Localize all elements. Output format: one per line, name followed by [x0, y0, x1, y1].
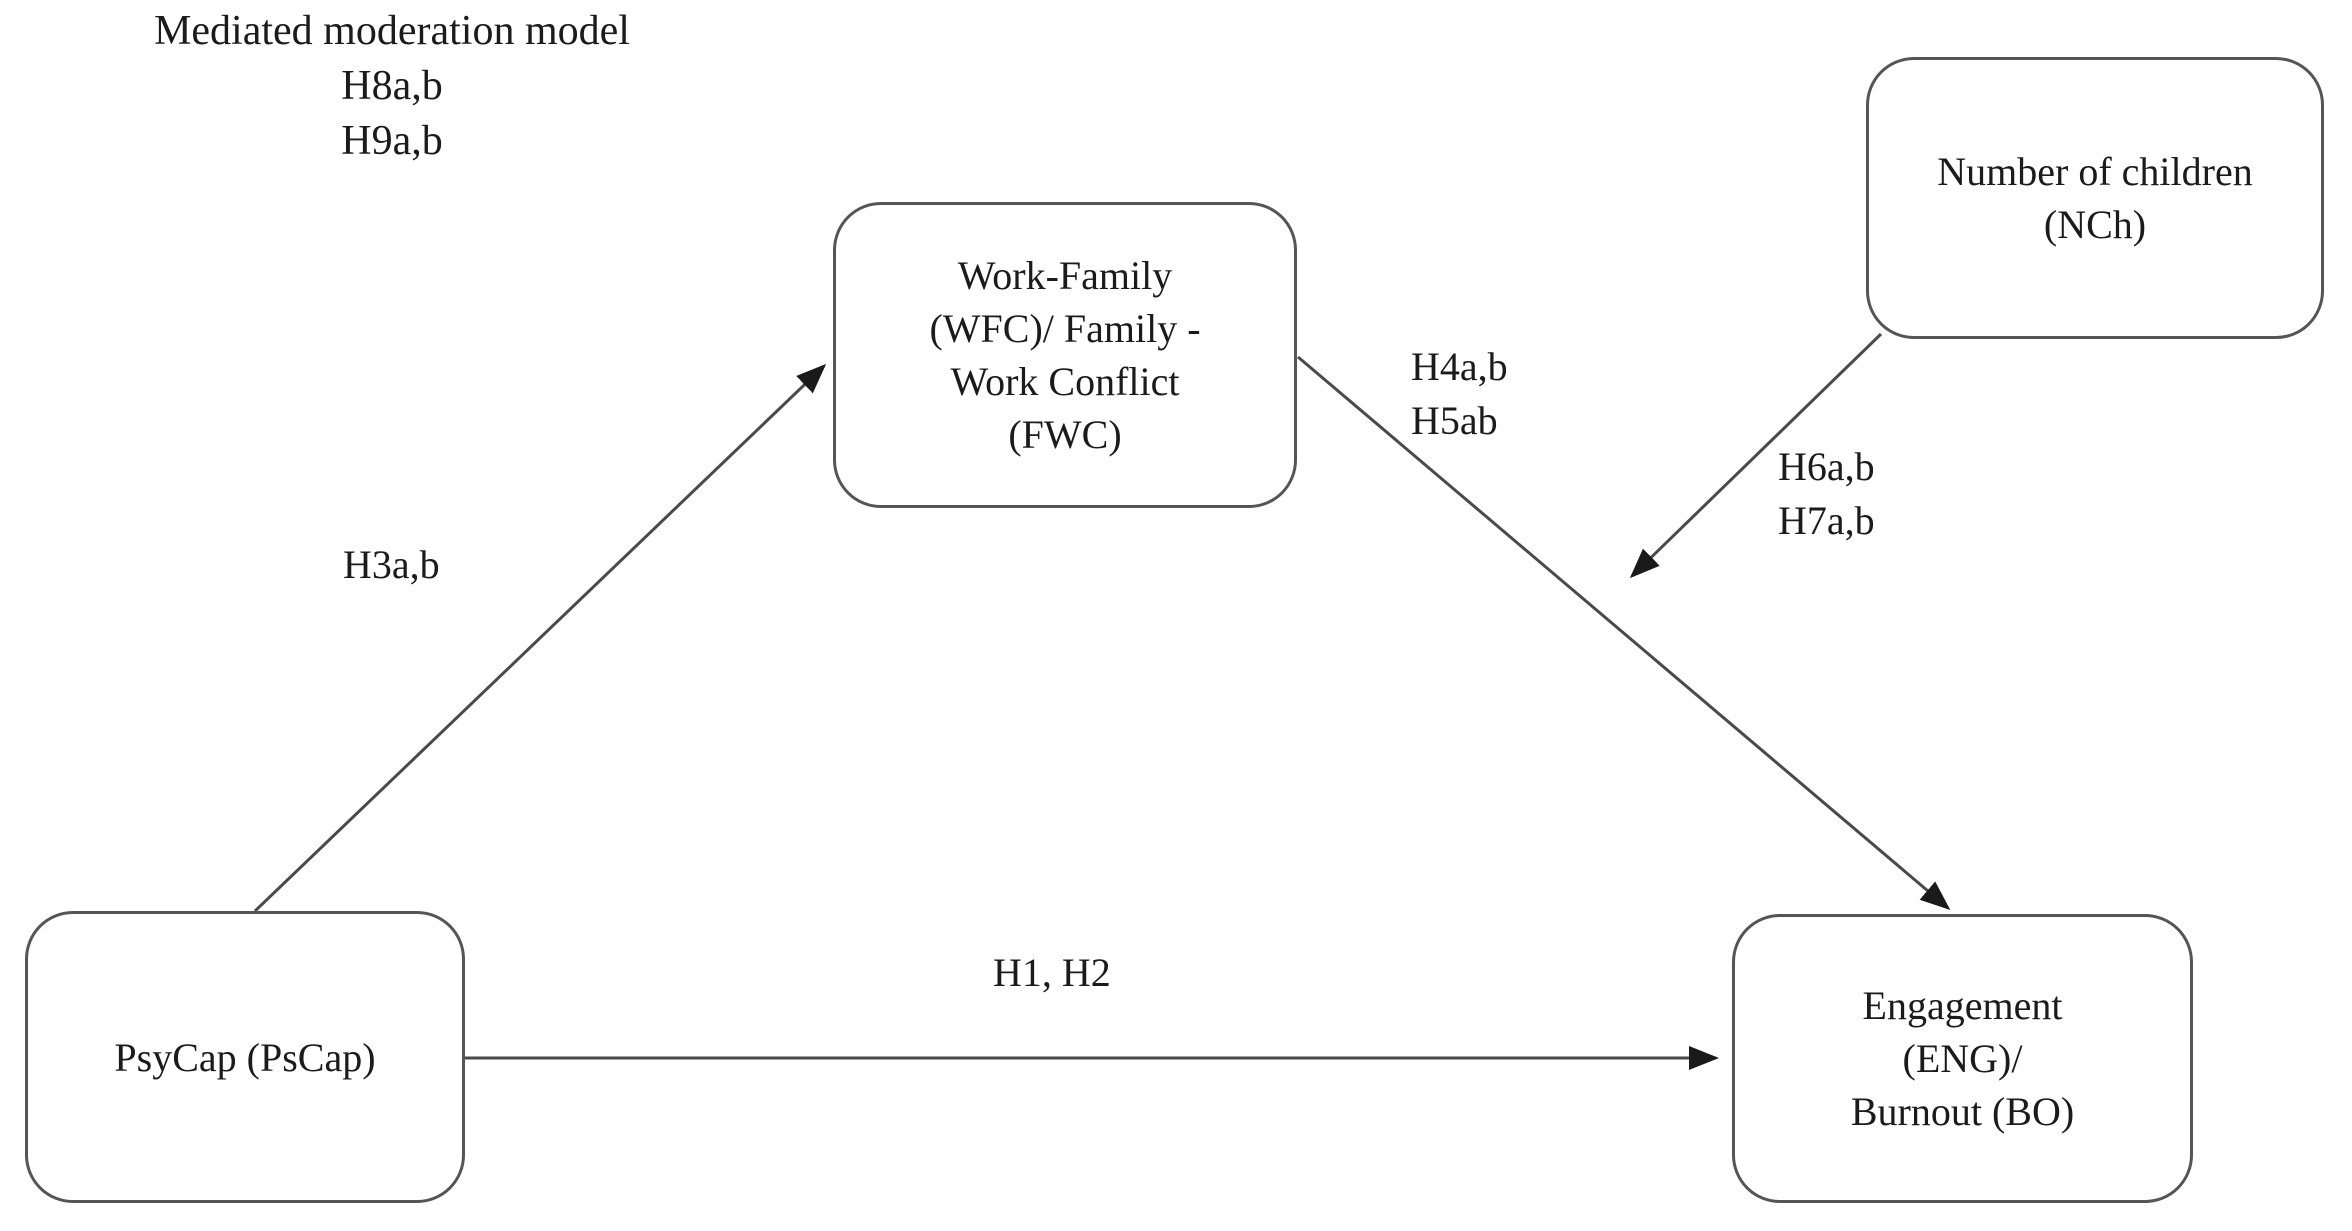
node-engagement-burnout: Engagement (ENG)/ Burnout (BO)	[1732, 914, 2193, 1203]
node-engagement-burnout-label: Engagement (ENG)/ Burnout (BO)	[1850, 983, 2075, 1134]
arrow-psycap-to-wfc	[253, 363, 827, 913]
edge-label-h4-h5: H4a,b H5ab	[1411, 344, 1508, 443]
edge-label-h1-h2: H1, H2	[993, 950, 1111, 995]
node-wfc-fwc-label: Work-Family (WFC)/ Family - Work Conflic…	[929, 253, 1201, 457]
node-wfc-fwc: Work-Family (WFC)/ Family - Work Conflic…	[833, 202, 1297, 508]
node-psycap: PsyCap (PsCap)	[25, 911, 465, 1203]
arrow-wfc-to-engagement	[1297, 355, 1951, 910]
edge-label-h3: H3a,b	[343, 542, 440, 587]
node-psycap-label: PsyCap (PsCap)	[114, 1034, 376, 1080]
figure-annotation: Mediated moderation model H8a,b H9a,b	[154, 8, 630, 164]
node-number-of-children-label: Number of children (NCh)	[1937, 149, 2253, 247]
edge-label-h6-h7: H6a,b H7a,b	[1778, 444, 1875, 543]
arrow-nch-moderation	[1629, 332, 1883, 579]
node-number-of-children: Number of children (NCh)	[1866, 57, 2324, 339]
